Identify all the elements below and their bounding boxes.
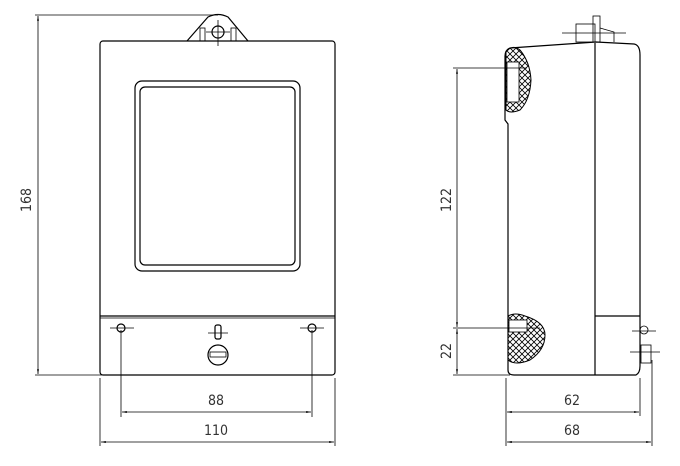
screw-icon <box>207 344 229 366</box>
side-view: 122 22 62 68 <box>439 15 660 446</box>
side-bracket <box>640 344 652 364</box>
top-clip <box>562 15 626 43</box>
dim-label-62: 62 <box>564 393 580 409</box>
seal-slot <box>214 324 222 340</box>
side-screw <box>639 325 649 335</box>
dim-label-88: 88 <box>208 393 224 409</box>
front-view: 168 88 110 <box>19 13 336 446</box>
dim-label-122: 122 <box>439 188 455 212</box>
dim-label-110: 110 <box>204 423 228 439</box>
dim-label-168: 168 <box>19 188 35 212</box>
dim-label-22: 22 <box>439 343 455 359</box>
display-window-inner <box>139 86 296 266</box>
meter-body <box>99 40 336 376</box>
dim-label-68: 68 <box>564 423 580 439</box>
display-window-outer <box>134 80 301 272</box>
mounting-tab <box>186 13 249 42</box>
side-body <box>504 41 641 376</box>
